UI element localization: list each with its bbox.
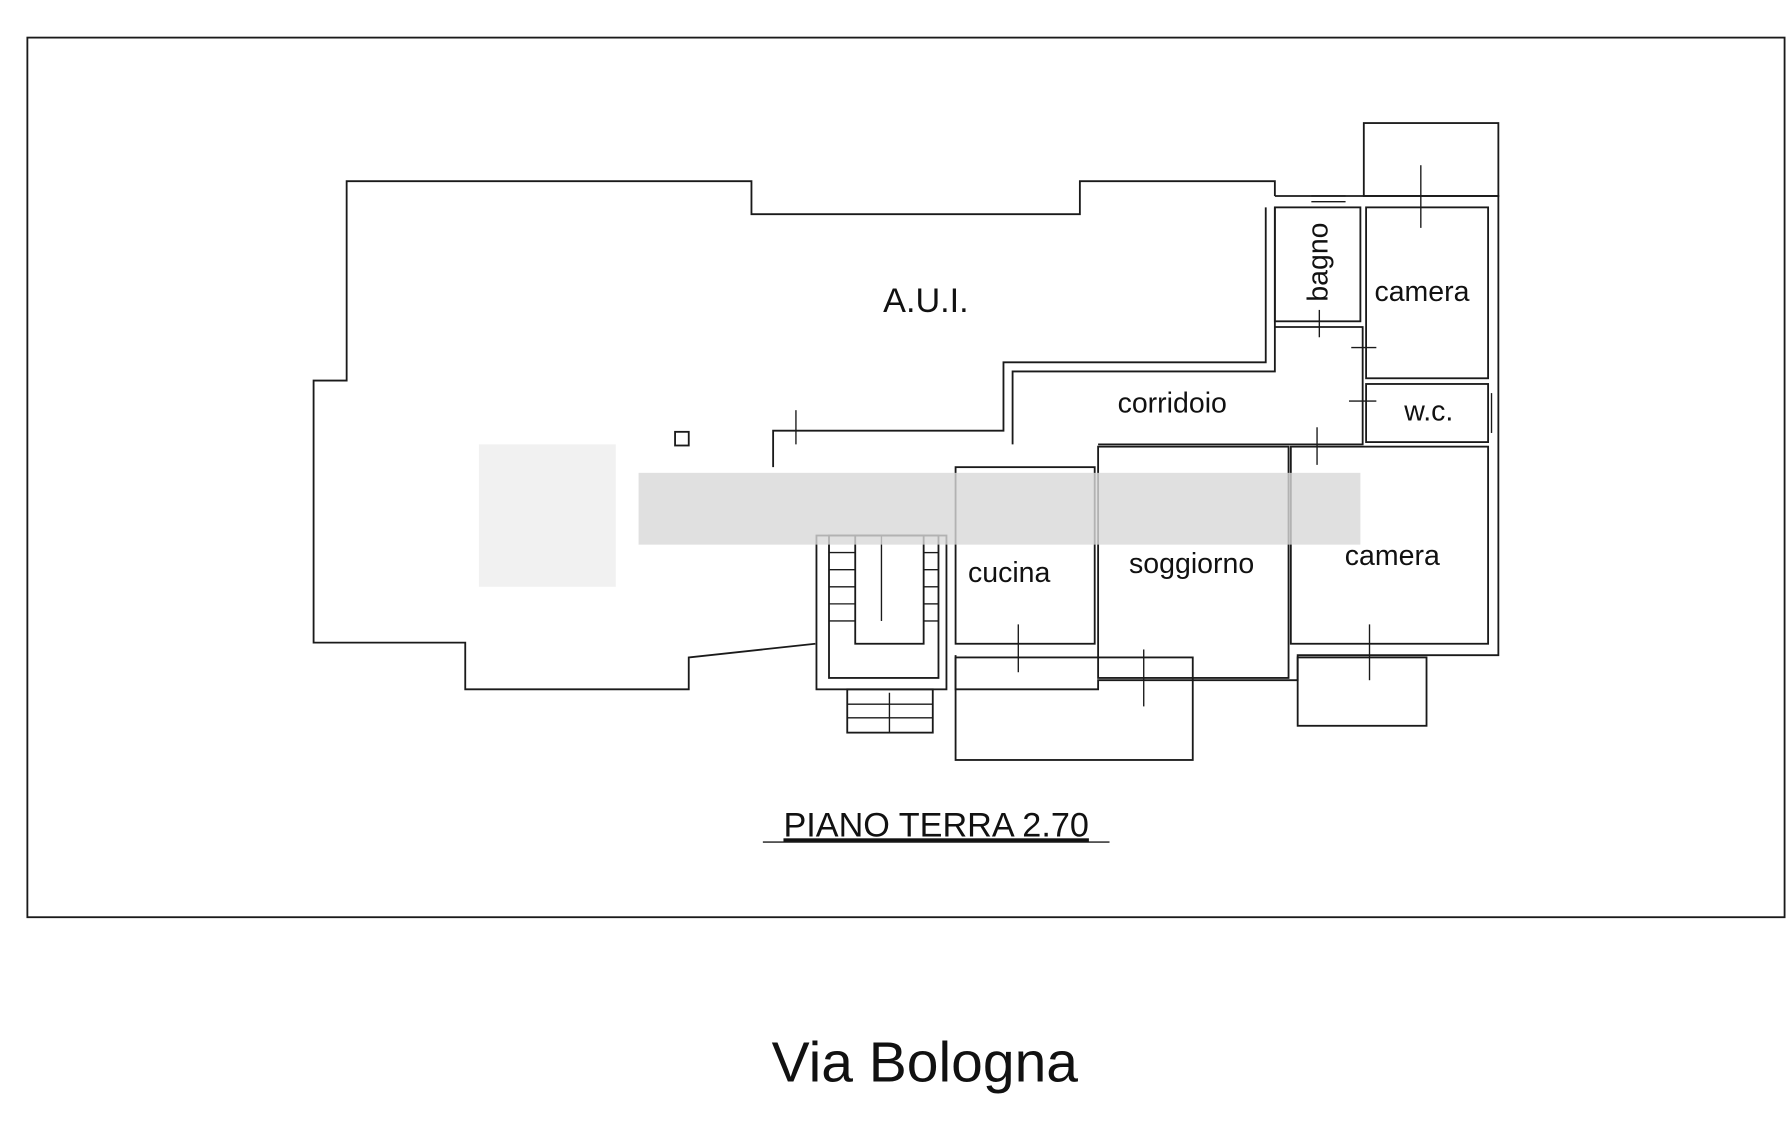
room-wc	[1365, 383, 1490, 443]
label-cucina: cucina	[968, 557, 1051, 589]
drawing-frame	[26, 36, 1786, 919]
door-marks	[795, 195, 1493, 707]
label-wc: w.c.	[1403, 395, 1453, 427]
balcony-top	[1362, 122, 1500, 197]
label-soggiorno: soggiorno	[1129, 548, 1254, 580]
room-camera-bottom	[1289, 445, 1490, 645]
label-camera-bottom: camera	[1345, 540, 1440, 572]
balcony-bottom-right	[1296, 656, 1428, 727]
aui-outline	[312, 180, 1276, 691]
room-corridoio	[1098, 326, 1364, 446]
aui-inner-wall	[772, 207, 1267, 468]
redacted-text	[638, 472, 1361, 545]
label-aui: A.U.I.	[883, 282, 969, 320]
room-cucina	[954, 466, 1096, 645]
street-label: Via Bologna	[772, 1030, 1079, 1094]
floor-title: PIANO TERRA 2.70	[783, 806, 1088, 844]
label-camera-top: camera	[1374, 276, 1469, 308]
balcony-bottom-left	[954, 656, 1194, 761]
redacted-area	[478, 444, 616, 587]
room-bagno	[1273, 206, 1362, 323]
label-corridoio: corridoio	[1118, 387, 1227, 419]
label-bagno: bagno	[1302, 222, 1334, 301]
column	[674, 430, 690, 447]
room-camera-top	[1365, 206, 1490, 380]
staircase	[815, 534, 948, 734]
